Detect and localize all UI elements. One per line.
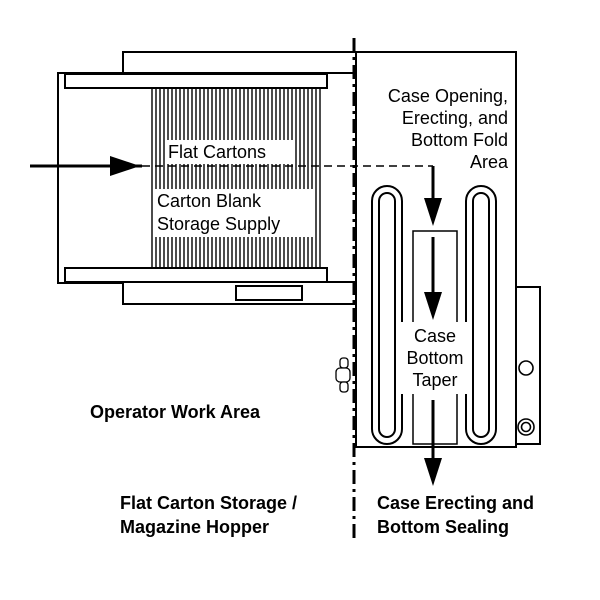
magazine-hopper	[57, 51, 357, 305]
divider-latch-icon	[335, 357, 351, 393]
case-opening-label-line2: Erecting, and	[402, 108, 508, 128]
taper-arrowhead-icon	[424, 292, 442, 320]
case-opening-label-line1: Case Opening,	[388, 86, 508, 106]
hopper-top-rail	[64, 73, 328, 89]
flat-cartons-label-bg	[165, 140, 295, 164]
hopper-top-frame	[122, 51, 357, 75]
carton-stack	[151, 88, 321, 268]
left-belt-inner	[378, 192, 396, 438]
right-section-label-line2: Bottom Sealing	[377, 517, 509, 537]
taper-label-line2: Bottom	[406, 348, 463, 368]
left-section-label-line1: Flat Carton Storage /	[120, 493, 297, 513]
storage-label-bg	[153, 189, 313, 237]
conveyor-belts	[371, 185, 497, 445]
infeed-arrowhead-icon	[110, 156, 140, 176]
hopper-bottom-rail	[64, 267, 328, 283]
case-opening-label-line4: Area	[470, 152, 509, 172]
left-belt-outer	[371, 185, 403, 445]
hopper-outer-frame	[57, 72, 357, 284]
taper-label-bg	[400, 322, 470, 394]
exit-arrowhead-icon	[424, 458, 442, 486]
flat-cartons-label: Flat Cartons	[168, 142, 266, 162]
hopper-base-block	[235, 285, 303, 301]
lower-knob-inner-icon	[520, 421, 532, 433]
case-opening-label-line3: Bottom Fold	[411, 130, 508, 150]
operator-work-area-label: Operator Work Area	[90, 402, 261, 422]
right-belt-outer	[465, 185, 497, 445]
right-belt-inner	[472, 192, 490, 438]
storage-supply-label-line1: Carton Blank	[157, 191, 262, 211]
taper-label-line3: Taper	[412, 370, 457, 390]
drop-arrowhead-icon	[424, 198, 442, 226]
upper-knob-icon	[518, 360, 534, 376]
taper-label-line1: Case	[414, 326, 456, 346]
storage-supply-label-line2: Storage Supply	[157, 214, 280, 234]
right-section-label-line1: Case Erecting and	[377, 493, 534, 513]
flow-arrows	[30, 156, 442, 486]
side-panel-knobs	[517, 360, 535, 436]
left-section-label-line2: Magazine Hopper	[120, 517, 269, 537]
